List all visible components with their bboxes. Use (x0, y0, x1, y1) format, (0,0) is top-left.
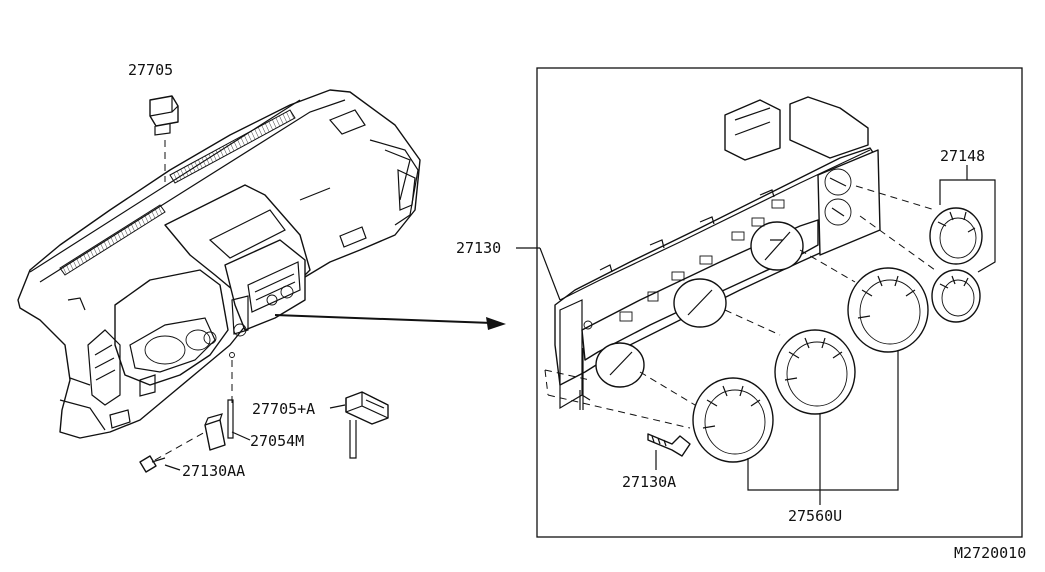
knob-27560u-1 (692, 377, 774, 463)
leader-screw-aa (154, 431, 206, 461)
detail-frame (536, 67, 1023, 538)
knob-27148-lower (931, 269, 981, 323)
screw-27130aa (139, 455, 166, 473)
switch-27705 (149, 95, 179, 136)
label-switch-a: 27705+A (252, 400, 315, 418)
knob-27560u-3 (847, 267, 929, 353)
sensor-27054m (204, 399, 234, 451)
control-unit-27130 (554, 96, 881, 410)
label-knob-large: 27560U (788, 507, 842, 525)
knob-leaders (544, 185, 936, 429)
leader-27560u (747, 350, 899, 505)
label-screw-a: 27130A (622, 473, 676, 491)
arrow-to-detail (274, 314, 506, 330)
label-control-unit: 27130 (456, 239, 501, 257)
label-knob-small: 27148 (940, 147, 985, 165)
dashboard-illustration (17, 89, 421, 439)
drawing-code: M2720010 (954, 544, 1026, 562)
switch-27705-a (345, 391, 389, 459)
knob-27148-upper (929, 207, 983, 265)
label-screw-aa: 27130AA (182, 462, 245, 480)
knob-27560u-2 (774, 329, 856, 415)
label-sensor: 27054M (250, 432, 304, 450)
label-switch-top: 27705 (128, 61, 173, 79)
leader-27148 (939, 179, 996, 273)
screw-27130a (647, 433, 691, 457)
